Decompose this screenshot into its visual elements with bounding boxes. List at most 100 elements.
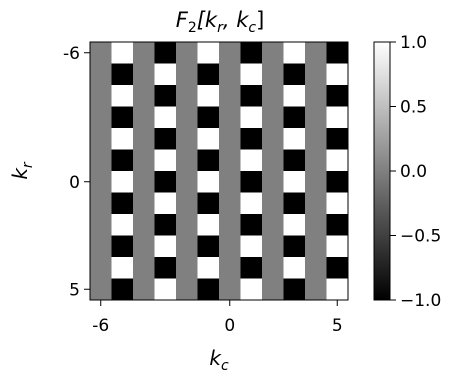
heatmap-cell: [176, 278, 198, 301]
y-axis-ticks: -605: [63, 44, 90, 300]
heatmap-cell: [111, 63, 134, 86]
heatmap-cell: [176, 214, 198, 236]
heatmap-cell: [133, 171, 155, 193]
heatmap-cell: [197, 214, 220, 236]
heatmap-cell: [154, 149, 177, 172]
heatmap-cell: [326, 42, 349, 64]
heatmap-cell: [283, 42, 306, 64]
heatmap-cell: [326, 192, 349, 215]
heatmap-cell: [219, 278, 241, 301]
heatmap-cell: [240, 85, 263, 107]
plot-frame: [89, 41, 349, 301]
y-axis-label: kr: [8, 161, 36, 180]
heatmap-cell: [283, 214, 306, 236]
heatmap-cell: [305, 106, 327, 129]
heatmap-cell: [305, 235, 327, 258]
heatmap-cell: [240, 192, 263, 215]
heatmap-cell: [262, 63, 284, 86]
heatmap-cell: [240, 278, 263, 301]
heatmap-cell: [219, 149, 241, 172]
heatmap-cell: [176, 106, 198, 129]
heatmap-cell: [326, 106, 349, 129]
heatmap-cell: [133, 214, 155, 236]
heatmap-cell: [111, 85, 134, 107]
heatmap-cell: [326, 278, 349, 301]
heatmap-cell: [197, 85, 220, 107]
heatmap-cell: [111, 235, 134, 258]
heatmap-cell: [240, 42, 263, 64]
heatmap-cell: [326, 149, 349, 172]
heatmap-cell: [283, 106, 306, 129]
colorbar-tick-label: 0.5: [400, 98, 427, 118]
heatmap-cell: [154, 171, 177, 193]
heatmap-cell: [133, 257, 155, 279]
heatmap-cell: [305, 149, 327, 172]
heatmap-cell: [219, 63, 241, 86]
heatmap-cell: [90, 85, 112, 107]
heatmap-cell: [176, 257, 198, 279]
heatmap-cell: [240, 106, 263, 129]
heatmap-cell: [197, 257, 220, 279]
heatmap-cell: [305, 85, 327, 107]
colorbar-tick-label: 1.0: [400, 33, 427, 53]
heatmap-cell: [262, 85, 284, 107]
heatmap-cell: [283, 192, 306, 215]
heatmap-cell: [305, 192, 327, 215]
heatmap-cell: [111, 192, 134, 215]
heatmap-cell: [219, 235, 241, 258]
heatmap-cell: [197, 42, 220, 64]
heatmap-cell: [240, 235, 263, 258]
y-tick-label: 5: [69, 280, 80, 300]
heatmap-cell: [262, 128, 284, 150]
heatmap-cell: [90, 214, 112, 236]
heatmap-cell: [283, 278, 306, 301]
heatmap-cell: [326, 128, 349, 150]
heatmap-cell: [111, 257, 134, 279]
heatmap-cell: [197, 171, 220, 193]
heatmap-cell: [176, 85, 198, 107]
heatmap-cell: [197, 149, 220, 172]
heatmap-cell: [154, 128, 177, 150]
heatmap-cell: [133, 192, 155, 215]
heatmap-cell: [219, 106, 241, 129]
x-axis-label: kc: [209, 346, 229, 374]
heatmap-cell: [133, 278, 155, 301]
heatmap-cell: [240, 128, 263, 150]
heatmap-cell: [111, 214, 134, 236]
heatmap-cell: [262, 214, 284, 236]
heatmap-cell: [197, 278, 220, 301]
heatmap-cell: [111, 171, 134, 193]
heatmap-cell: [154, 235, 177, 258]
heatmap-cell: [283, 235, 306, 258]
heatmap-cell: [326, 235, 349, 258]
heatmap-cell: [262, 278, 284, 301]
heatmap-cell: [197, 128, 220, 150]
heatmap-cell: [283, 85, 306, 107]
colorbar-tick-label: −1.0: [400, 291, 441, 311]
heatmap-cell: [240, 171, 263, 193]
heatmap-cell: [90, 63, 112, 86]
heatmap-cell: [219, 128, 241, 150]
heatmap-cell: [90, 257, 112, 279]
heatmap-cell: [219, 171, 241, 193]
colorbar-ticks: 1.00.50.0−0.5−1.0: [390, 33, 441, 311]
heatmap-cell: [240, 214, 263, 236]
heatmap-cell: [154, 278, 177, 301]
heatmap-cell: [90, 42, 112, 64]
heatmap-cell: [154, 42, 177, 64]
colorbar-tick-label: −0.5: [400, 227, 441, 247]
heatmap-cell: [176, 128, 198, 150]
x-tick-label: 5: [332, 316, 343, 336]
heatmap-cell: [176, 171, 198, 193]
heatmap-cell: [262, 106, 284, 129]
heatmap-cell: [111, 42, 134, 64]
heatmap-cell: [133, 106, 155, 129]
heatmap-cell: [133, 128, 155, 150]
heatmap-cell: [154, 192, 177, 215]
heatmap-cell: [90, 278, 112, 301]
heatmap-cell: [154, 106, 177, 129]
heatmap-cell: [133, 63, 155, 86]
heatmap-cell: [283, 257, 306, 279]
heatmap-cell: [111, 106, 134, 129]
heatmap-cell: [262, 257, 284, 279]
